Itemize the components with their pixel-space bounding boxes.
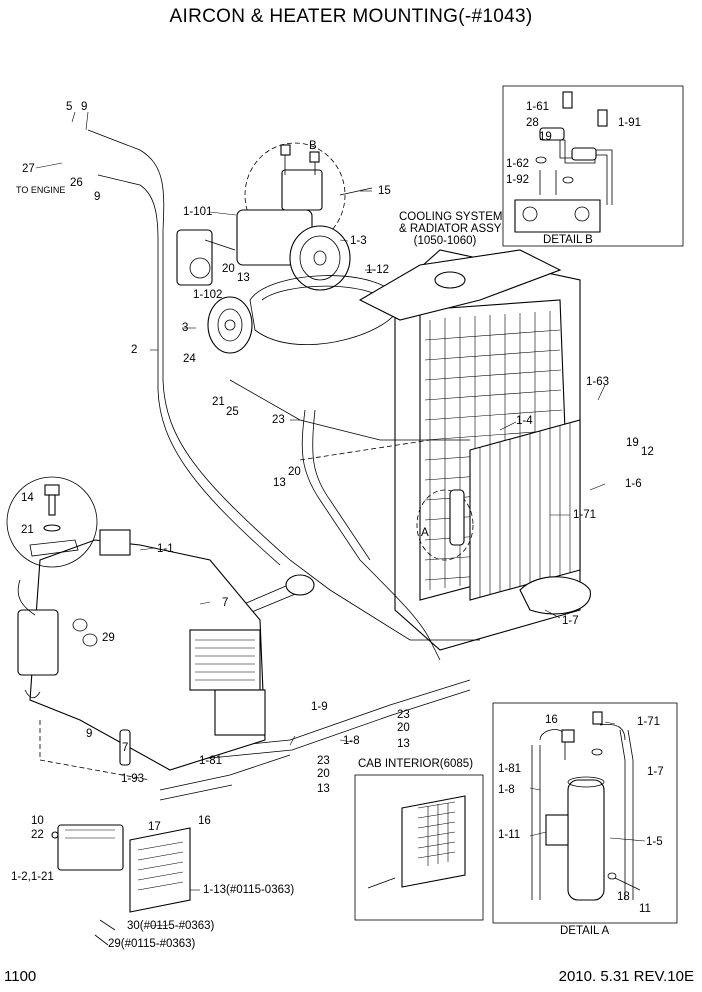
callout-1-3: 1-3: [350, 235, 367, 247]
callout-13d: 13: [317, 783, 330, 795]
callout-1-93: 1-93: [121, 773, 145, 785]
callout-23b: 23: [397, 709, 410, 721]
callout-1-7b: 1-7: [647, 766, 664, 778]
callout-11: 11: [639, 903, 651, 915]
callout-23a: 23: [272, 414, 285, 426]
callout-1-13: 1-13(#0115-0363): [203, 884, 295, 896]
callout-7a: 7: [222, 597, 229, 609]
callout-16b: 16: [545, 714, 558, 726]
detail-b-box: [502, 85, 684, 247]
callout-30: 30(#0115-#0363): [127, 920, 215, 932]
cooling-line-2: & RADIATOR ASSY: [399, 223, 502, 235]
cooling-line-1: COOLING SYSTEM: [399, 211, 503, 223]
callout-1-81a: 1-81: [199, 755, 223, 767]
callout-20c: 20: [397, 722, 410, 734]
callout-1-62: 1-62: [506, 158, 530, 170]
callout-1-8a: 1-8: [343, 735, 360, 747]
cooling-line-3: (1050-1060): [413, 235, 477, 247]
callout-13b: 13: [273, 477, 286, 489]
callout-1-11: 1-11: [498, 829, 521, 841]
callout-1-92: 1-92: [506, 174, 530, 186]
callout-13c: 13: [397, 738, 410, 750]
hvac-unit: [17, 529, 266, 781]
cab-interior-box: [354, 774, 484, 921]
bolt-detail-circle: [6, 476, 98, 616]
to-engine-label: TO ENGINE: [16, 185, 66, 195]
compressor-assembly: [176, 142, 373, 354]
callout-1-81b: 1-81: [498, 763, 522, 775]
detail-a-title: DETAIL A: [560, 925, 610, 937]
callout-1-71b: 1-71: [637, 716, 661, 728]
callout-1-2-1-21: 1-2,1-21: [11, 871, 54, 883]
callout-3: 3: [182, 322, 189, 334]
callout-A: A: [421, 527, 429, 539]
cab-interior-title: CAB INTERIOR(6085): [358, 758, 474, 770]
callout-7b: 7: [122, 742, 129, 754]
callout-14: 14: [21, 492, 34, 504]
callout-9c: 9: [86, 728, 93, 740]
callout-1-102: 1-102: [193, 289, 223, 301]
revision-label: 2010. 5.31 REV.10E: [558, 968, 694, 985]
callout-20a: 20: [222, 263, 235, 275]
callout-20b: 20: [288, 466, 301, 478]
callout-1-9: 1-9: [311, 701, 328, 713]
callout-28: 28: [526, 117, 539, 129]
callout-20d: 20: [317, 768, 330, 780]
callout-9: 9: [81, 101, 88, 113]
callout-16a: 16: [198, 815, 211, 827]
callout-19a: 19: [626, 437, 639, 449]
hose-routing: [87, 129, 480, 801]
callout-1-91: 1-91: [618, 117, 642, 129]
callout-1-101: 1-101: [183, 206, 213, 218]
callout-24: 24: [183, 353, 196, 365]
callout-25: 25: [226, 406, 239, 418]
callout-B: B: [309, 140, 317, 152]
leader-lines: [35, 111, 646, 927]
callout-1-1: 1-1: [157, 543, 174, 555]
radiator-assembly: [358, 249, 591, 651]
callout-1-7a: 1-7: [562, 615, 579, 627]
callout-1-5: 1-5: [646, 836, 663, 848]
callout-29b: 29(#0115-#0363): [108, 938, 196, 950]
callout-13a: 13: [237, 272, 250, 284]
callout-29a: 29: [102, 632, 115, 644]
callout-12: 12: [641, 446, 654, 458]
callout-21b: 21: [21, 524, 34, 536]
callout-27: 27: [22, 163, 35, 175]
page-title: AIRCON & HEATER MOUNTING(-#1043): [169, 6, 533, 27]
callout-17: 17: [148, 821, 161, 833]
callout-18: 18: [617, 891, 630, 903]
callout-2: 2: [131, 344, 138, 356]
callout-1-61: 1-61: [526, 101, 550, 113]
page-number: 1100: [4, 968, 37, 985]
detail-a-box: [492, 702, 678, 924]
cooling-system-label: COOLING SYSTEM & RADIATOR ASSY (1050-106…: [399, 211, 503, 247]
callout-1-6: 1-6: [625, 478, 642, 490]
callout-10: 10: [31, 815, 44, 827]
callout-9b: 9: [94, 191, 101, 203]
callout-19b: 19: [539, 131, 552, 143]
callout-21a: 21: [212, 396, 225, 408]
callout-1-71a: 1-71: [573, 509, 597, 521]
callout-1-8b: 1-8: [498, 784, 515, 796]
callout-1-63: 1-63: [586, 376, 610, 388]
callout-26: 26: [70, 177, 83, 189]
detail-b-title: DETAIL B: [543, 234, 593, 246]
lower-heater-parts: [51, 824, 191, 946]
callout-23c: 23: [317, 755, 330, 767]
callout-15: 15: [378, 185, 391, 197]
callout-1-4: 1-4: [516, 415, 533, 427]
callout-5: 5: [66, 101, 73, 113]
callout-22: 22: [31, 829, 44, 841]
callout-1-12: 1-12: [366, 264, 390, 276]
